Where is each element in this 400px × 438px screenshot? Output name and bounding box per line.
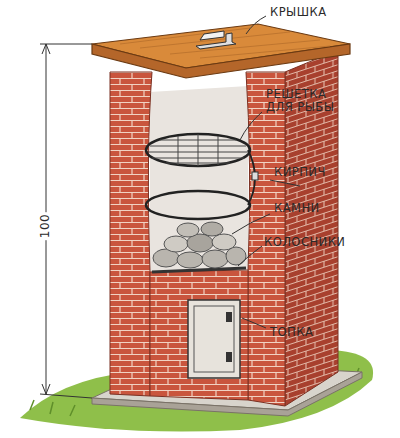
stones xyxy=(153,222,246,268)
part-label: КАМНИ xyxy=(274,202,320,215)
brick-left-pillar xyxy=(110,72,152,396)
part-label: КРЫШКА xyxy=(270,6,327,19)
door-frame xyxy=(194,306,234,372)
part-label: КОЛОСНИКИ xyxy=(264,236,345,249)
part-label: ТОПКА xyxy=(270,326,313,339)
door-hinge xyxy=(226,312,232,322)
part-label: РЕШЕТКА ДЛЯ РЫБЫ xyxy=(266,88,346,114)
dimension-value: 100 xyxy=(39,212,53,240)
grate-bars xyxy=(152,268,246,272)
firebox-wall xyxy=(150,270,248,400)
firebox-door xyxy=(188,300,240,378)
interior xyxy=(150,86,248,272)
part-label: КИРПИЧ xyxy=(274,166,326,179)
fish-grill xyxy=(146,134,258,219)
wood-grain xyxy=(120,28,330,58)
lid-handle xyxy=(200,31,224,40)
dimension-line xyxy=(40,44,92,398)
door-hinge xyxy=(226,352,232,362)
